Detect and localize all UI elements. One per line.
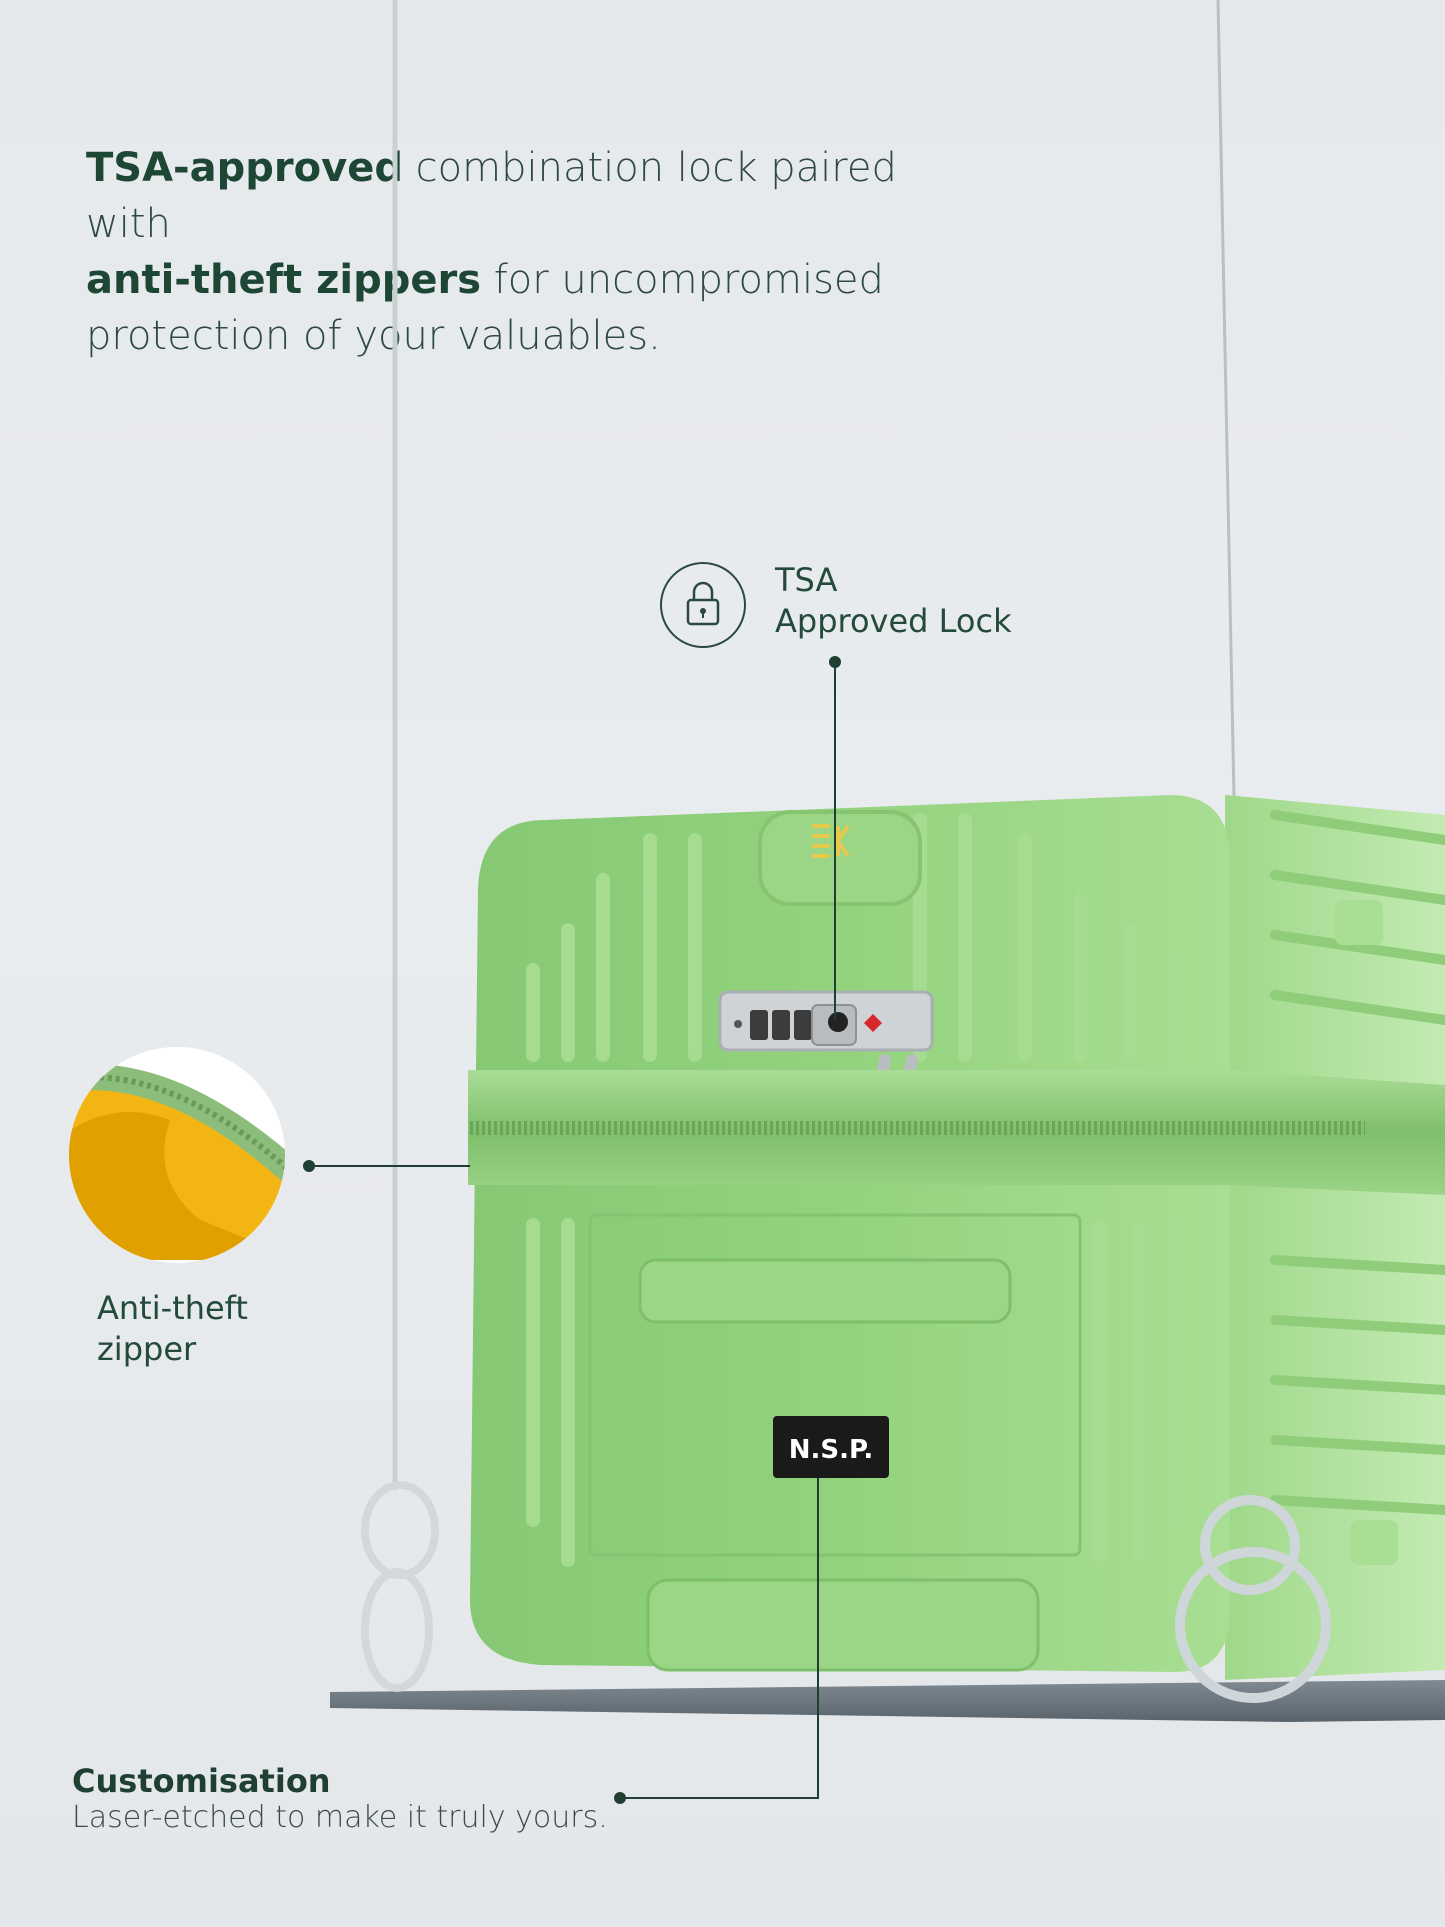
side-handle-bottom (1350, 1520, 1398, 1565)
tsa-callout-line-1: TSA (775, 561, 838, 599)
zipper-callout-line-2: zipper (97, 1330, 197, 1368)
lock-icon (660, 562, 746, 648)
front-bottom-ribs (526, 1218, 1187, 1567)
front-lower-panel (588, 1213, 1082, 1557)
bottom-handle (646, 1578, 1040, 1672)
nameplate (773, 1416, 889, 1478)
headline-text-3: protection of your valuables. (86, 313, 661, 359)
customisation-title: Customisation (72, 1762, 331, 1800)
headline-bold-2: anti-theft zippers (86, 257, 481, 303)
zipper-callout: Anti-theft zipper (97, 1288, 248, 1370)
nameplate-text: N.S.P. (789, 1435, 873, 1465)
top-handle (758, 810, 922, 906)
side-ribs (1270, 810, 1445, 1515)
zipper-detail-image (69, 1047, 285, 1263)
hanger-rings-right (1175, 1495, 1331, 1703)
display-shelf (330, 1680, 1445, 1722)
headline-text-2: for uncompromised (481, 257, 884, 303)
headline-text-1: combination lock paired with (86, 145, 897, 247)
brand-logo-top (812, 824, 850, 858)
connector-customisation (614, 1478, 819, 1804)
connector-tsa (829, 656, 841, 1020)
customisation-subtitle: Laser-etched to make it truly yours. (72, 1800, 608, 1835)
suitcase-front (470, 795, 1230, 1672)
zipper-callout-line-1: Anti-theft (97, 1289, 248, 1327)
side-handle-top (1335, 900, 1383, 945)
front-handle (638, 1258, 1012, 1324)
hanger-rings-left (361, 1481, 439, 1692)
connector-zipper (303, 1160, 470, 1172)
tsa-callout-line-2: Approved Lock (775, 602, 1012, 640)
headline-bold-1: TSA-approved (86, 145, 403, 191)
headline: TSA-approved combination lock paired wit… (86, 140, 986, 364)
tsa-callout: TSA Approved Lock (775, 560, 1012, 642)
